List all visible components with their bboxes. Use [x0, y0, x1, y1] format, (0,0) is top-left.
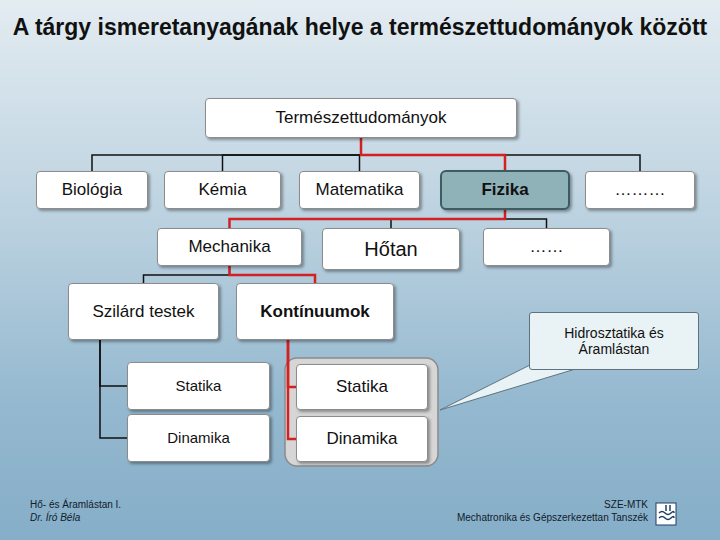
- science-box: Kémia: [164, 171, 281, 209]
- leaf-box: Dinamika: [296, 416, 428, 462]
- node-text: Szilárd testek: [92, 302, 194, 322]
- placeholder-box: ………: [585, 171, 695, 209]
- department-logo: [656, 503, 676, 525]
- branch-box: Mechanika: [157, 228, 302, 266]
- node-text: Dinamika: [327, 429, 398, 449]
- logo-mark: [666, 505, 670, 511]
- slide-title: A tárgy ismeretanyagának helye a termész…: [8, 12, 712, 42]
- node-text: Dinamika: [167, 429, 230, 446]
- logo-wave: [659, 512, 674, 515]
- topic-box: Szilárd testek: [68, 283, 219, 340]
- node-text: Biológia: [62, 180, 123, 200]
- tree-connector: [100, 340, 127, 438]
- node-text: Kémia: [198, 180, 246, 200]
- leaf-box: Dinamika: [127, 414, 270, 462]
- node-text: Statika: [176, 377, 222, 394]
- node-text: Fizika: [481, 180, 528, 200]
- node-text: Mechanika: [188, 237, 270, 257]
- science-box: Biológia: [36, 171, 148, 209]
- tree-connector: [92, 138, 361, 171]
- node-text: ……: [530, 237, 564, 257]
- leaf-box: Statika: [127, 362, 270, 410]
- node-text: Hidrosztatika és Áramlástan: [530, 325, 698, 357]
- department-name: Mechatronika és Gépszerkezettan Tanszék: [420, 512, 648, 524]
- tree-connector: [361, 138, 640, 171]
- tree-connector: [223, 138, 362, 171]
- highlight-box: Fizika: [440, 170, 570, 210]
- tree-connector: [288, 340, 296, 439]
- node-text: Matematika: [316, 180, 404, 200]
- tree-connector: [100, 340, 127, 386]
- node-text: Természettudományok: [275, 108, 446, 128]
- placeholder-box: ……: [483, 228, 610, 266]
- institute-name: SZE-MTK: [420, 499, 648, 511]
- node-text: Hőtan: [364, 238, 417, 261]
- logo-frame: [656, 503, 676, 525]
- node-text: Kontínuumok: [260, 302, 370, 322]
- author-note: Hő- és Áramlástan I.: [30, 499, 121, 511]
- topic-box: Kontínuumok: [236, 283, 394, 340]
- node-text: ………: [615, 180, 666, 200]
- science-box: Matematika: [299, 171, 420, 209]
- root-box: Természettudományok: [205, 98, 517, 138]
- node-text: Statika: [336, 377, 388, 397]
- tree-connector: [144, 266, 230, 283]
- group-panel: [285, 358, 438, 466]
- tree-connector: [361, 138, 505, 170]
- branch-box: Hőtan: [322, 228, 460, 270]
- logo-wave: [659, 517, 674, 520]
- tree-connector: [230, 210, 506, 228]
- tree-connector: [505, 210, 547, 228]
- tree-connector: [230, 266, 316, 283]
- leaf-box: Statika: [296, 364, 428, 410]
- callout-box: Hidrosztatika és Áramlástan: [529, 312, 699, 370]
- author-name: Dr. Író Béla: [30, 512, 80, 524]
